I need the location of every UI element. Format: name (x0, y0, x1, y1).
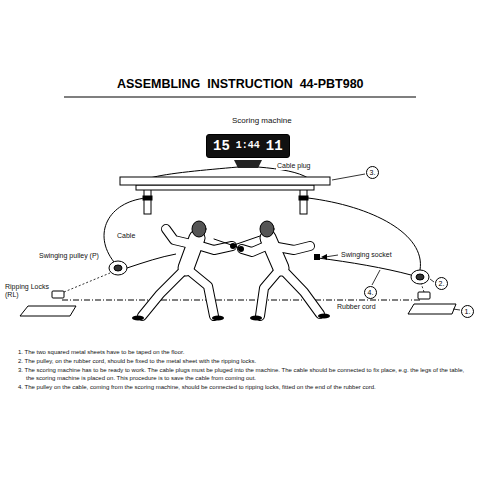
instruction-note: 1. The two squared metal sheets have to … (18, 348, 466, 356)
leader-line (453, 309, 460, 310)
ripping-lock (418, 292, 430, 299)
part-label: Swinging pulley (P) (38, 252, 100, 260)
leader-line (332, 174, 365, 180)
part-label: Rubber cord (336, 303, 377, 311)
part-label: Ripping Locks (RL) (4, 283, 56, 299)
fencer (192, 221, 206, 237)
table (136, 185, 314, 190)
part-label: Swinging socket (340, 251, 393, 259)
machine-cable (150, 167, 238, 178)
callout-number: 4. (368, 289, 374, 296)
display-digits: 15 (213, 139, 230, 153)
lock-link (64, 273, 110, 292)
scoring-cable (104, 198, 420, 270)
floor-sheet (408, 304, 456, 314)
table (299, 196, 308, 200)
fencer (214, 239, 240, 248)
rubber-cord (62, 300, 420, 301)
fencer (238, 246, 244, 252)
instruction-note: 3. The scoring machine has to be ready t… (18, 366, 466, 382)
fencer (142, 229, 320, 316)
arrow-head (321, 254, 327, 260)
callout-number: 1. (465, 308, 471, 315)
swinging-pulley (416, 274, 424, 280)
display-digits: 11 (266, 139, 283, 153)
title-rule (64, 97, 416, 98)
callout-circle: 3. (366, 166, 379, 179)
leader-line (325, 174, 460, 310)
callout-circle: 2. (435, 277, 448, 290)
ripping-lock (52, 291, 64, 298)
table (300, 188, 307, 214)
fencer (132, 316, 144, 321)
leader-line (372, 270, 380, 285)
part-label: Cable (116, 232, 136, 240)
fencer (250, 316, 262, 321)
body-cable (127, 254, 176, 268)
fencer (318, 314, 330, 319)
swinging-pulley (411, 270, 429, 284)
callout-number: 2. (439, 280, 445, 287)
scoring-cable (104, 198, 146, 262)
part-label: Cable plug (276, 162, 311, 170)
machine-stand (234, 160, 262, 168)
floor-sheet (20, 306, 76, 316)
display-digits: 1:44 (236, 141, 260, 151)
table (144, 188, 151, 214)
fencer (260, 221, 274, 237)
body-cable (318, 258, 411, 275)
fencer (132, 221, 330, 321)
fencer (142, 229, 320, 316)
swinging-pulley (109, 261, 127, 275)
rubber-cord (62, 300, 420, 301)
scoring-display: 15 1:44 11 (206, 134, 290, 158)
fencer (212, 316, 224, 321)
fencer (234, 236, 260, 245)
callout-number: 3. (370, 169, 376, 176)
title-text: ASSEMBLING INSTRUCTION 44-PBT980 (117, 78, 364, 92)
arrow-head (321, 254, 327, 260)
floor-sheet (20, 304, 456, 316)
callout-circle: 4. (364, 286, 377, 299)
title-rule (64, 96, 416, 97)
callout-circle: 1. (461, 305, 474, 318)
part-label: Scoring machine (231, 116, 293, 125)
table (120, 177, 330, 185)
instruction-note: 4. The pulley on the cable, coming from … (18, 383, 466, 391)
machine-stand (234, 160, 262, 168)
swinging-pulley (114, 265, 122, 271)
table (120, 177, 330, 214)
swinging-socket (314, 254, 320, 260)
swinging-socket (314, 254, 320, 260)
instruction-note: 2. The pulley, on the rubber cord, shoul… (18, 357, 466, 365)
leader-line (430, 279, 434, 282)
